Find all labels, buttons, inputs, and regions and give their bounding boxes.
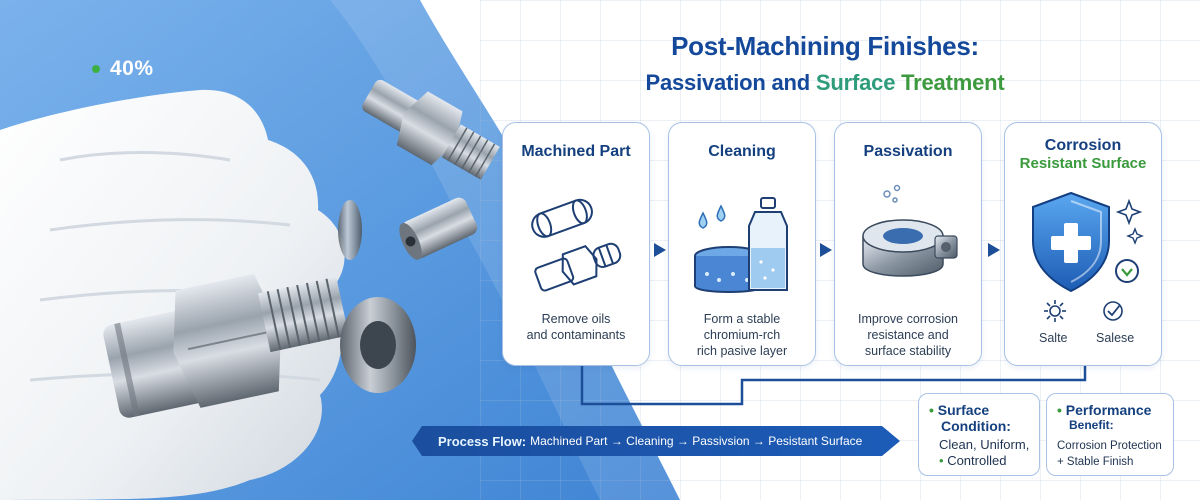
step-description: Remove oils and contaminants: [503, 311, 649, 343]
step-description-line: Form a stable: [703, 312, 781, 326]
heading-line-1: Performance: [1065, 402, 1152, 418]
step-card-cleaning: Cleaning Form a stable chromium-rch rich…: [668, 122, 816, 366]
percent-badge: 40%: [92, 57, 154, 81]
step-title: Cleaning: [708, 143, 776, 160]
process-flow-steps: Machined Part → Cleaning → Passivsion → …: [530, 434, 863, 448]
step-title: Machined Part: [521, 143, 631, 160]
surface-condition-heading: • Surface Condition:: [929, 402, 1011, 434]
cleaning-icon: [694, 197, 788, 293]
status-dot: [92, 65, 100, 73]
icon-label-salte: Salte: [1039, 331, 1068, 345]
surface-condition-line-text: Controlled: [947, 453, 1007, 468]
step-description-line: surface stability: [864, 344, 952, 358]
performance-benefit-heading: • Performance Benefit:: [1057, 402, 1152, 432]
step-description-line: rich pasive layer: [696, 344, 788, 358]
page-title: Post-Machining Finishes: Passivation and…: [585, 31, 1065, 96]
surface-condition-box: • Surface Condition: Clean, Uniform, • C…: [918, 393, 1040, 476]
passivation-icon: [862, 184, 958, 277]
performance-benefit-line: + Stable Finish: [1057, 456, 1134, 468]
shield-icon: [1032, 191, 1144, 293]
step-description-line: Improve corrosion: [857, 312, 959, 326]
heading-line-2: Condition:: [941, 418, 1011, 434]
title-line-2-part-1: Passivation and: [645, 70, 816, 95]
step-description: Improve corrosion resistance and surface…: [835, 311, 981, 359]
chevron-right-icon: [988, 243, 1000, 257]
percent-value: 40%: [110, 57, 154, 80]
step-description-line: and contaminants: [526, 328, 626, 342]
process-flow-banner: Process Flow: Machined Part → Cleaning →…: [412, 426, 900, 456]
chevron-right-icon: [654, 243, 666, 257]
step-card-machined-part: Machined Part Remove oils and contaminan…: [502, 122, 650, 366]
process-flow-label: Process Flow:: [438, 433, 527, 449]
step-title-line-2: Resistant Surface: [1019, 155, 1147, 172]
step-card-passivation: Passivation Improve corrosion resistance…: [834, 122, 982, 366]
step-description-line: chromium-rch: [703, 328, 781, 342]
title-line-2-part-2: Surface: [815, 70, 902, 95]
surface-condition-line-2: • Controlled: [939, 453, 1007, 468]
chevron-right-icon: [820, 243, 832, 257]
step-card-corrosion-resistant-surface: Corrosion Resistant Surface Salte Salese: [1004, 122, 1162, 366]
heading-line-1: Surface: [937, 402, 990, 418]
machined-part-icon: [531, 198, 622, 292]
performance-benefit-box: • Performance Benefit: Corrosion Protect…: [1046, 393, 1174, 476]
title-line-2: Passivation and Surface Treatment: [585, 70, 1065, 96]
step-description-line: Remove oils: [541, 312, 611, 326]
icon-label-salese: Salese: [1096, 331, 1135, 345]
step-title: Passivation: [863, 143, 953, 160]
salt-icon: [1044, 300, 1066, 322]
step-description-line: resistance and: [867, 328, 949, 342]
heading-line-2: Benefit:: [1069, 418, 1114, 432]
performance-benefit-line: Corrosion Protection: [1057, 440, 1162, 452]
step-description: Form a stable chromium-rch rich pasive l…: [669, 311, 815, 359]
check-badge-icon: [1103, 301, 1123, 321]
title-line-1: Post-Machining Finishes:: [671, 31, 979, 61]
surface-condition-line: Clean, Uniform,: [939, 437, 1030, 452]
title-line-2-part-3: Treatment: [901, 70, 1005, 95]
step-title-line-1: Corrosion: [1044, 137, 1122, 154]
